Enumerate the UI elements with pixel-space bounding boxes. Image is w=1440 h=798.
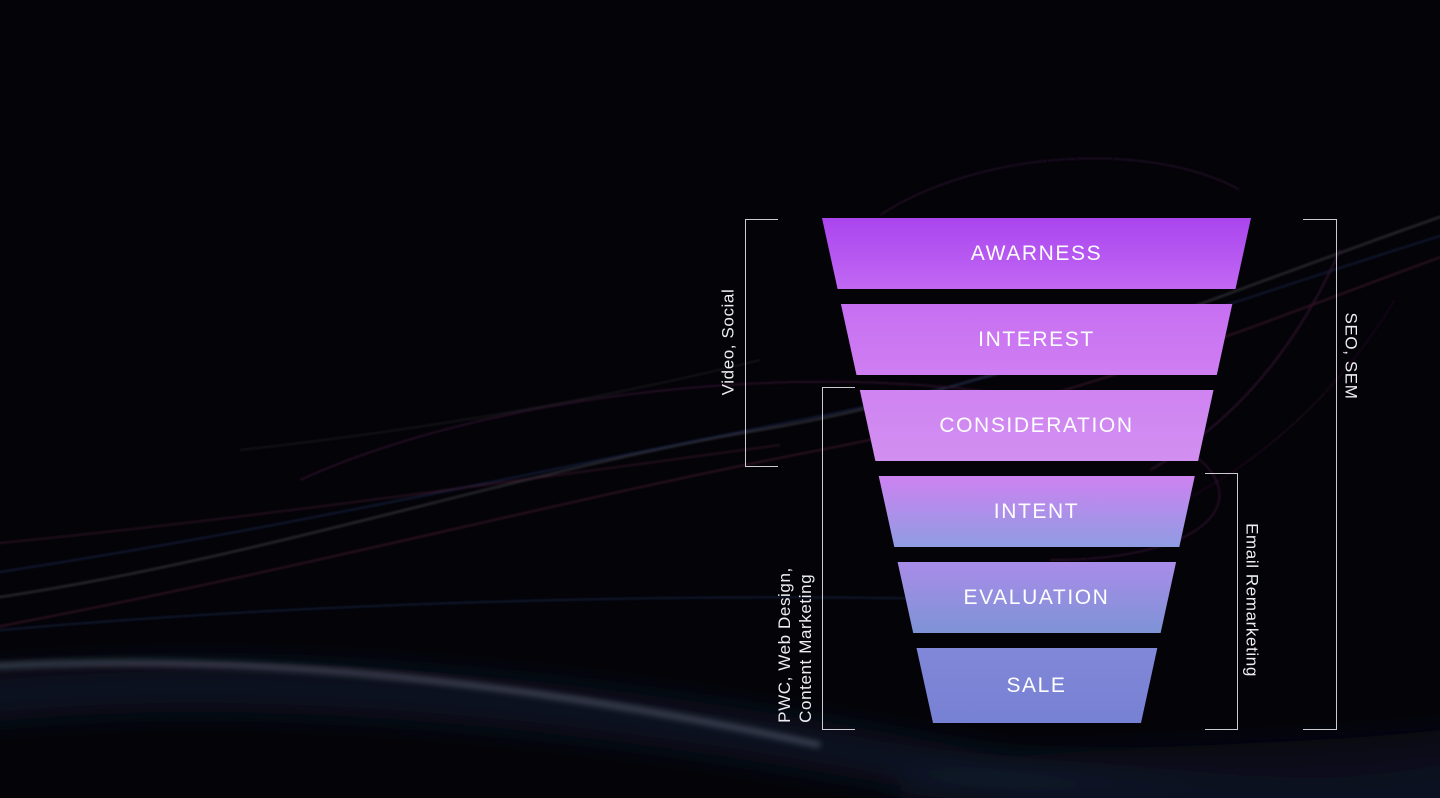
- stage-label: INTEREST: [978, 327, 1095, 351]
- funnel-stage-interest: INTEREST: [840, 304, 1233, 375]
- annotation-email-remarketing: Email Remarketing: [1242, 523, 1262, 677]
- annotation-pwc-web-design: PWC, Web Design, Content Marketing: [774, 567, 816, 723]
- annotation-video-social: Video, Social: [718, 288, 738, 396]
- stage-label: CONSIDERATION: [939, 413, 1134, 437]
- annotation-seo-sem: SEO, SEM: [1341, 312, 1361, 400]
- funnel-stage-consideration: CONSIDERATION: [859, 390, 1214, 461]
- bracket-pwc-web-design: [822, 387, 855, 730]
- funnel-stage-evaluation: EVALUATION: [897, 562, 1177, 633]
- annotation-line-2: Content Marketing: [796, 573, 815, 723]
- stage-label: SALE: [1006, 673, 1067, 697]
- bracket-email-remarketing: [1205, 473, 1238, 730]
- marketing-funnel: AWARNESS INTEREST CONSIDERATION INTENT E…: [822, 218, 1251, 723]
- funnel-stage-awareness: AWARNESS: [822, 218, 1251, 289]
- annotation-line-1: PWC, Web Design,: [775, 567, 794, 723]
- bracket-video-social: [745, 219, 778, 467]
- funnel-stage-sale: SALE: [916, 648, 1158, 723]
- funnel-stage-intent: INTENT: [878, 476, 1195, 547]
- stage-label: EVALUATION: [963, 585, 1110, 609]
- bracket-seo-sem: [1303, 219, 1337, 730]
- stage-label: AWARNESS: [970, 241, 1103, 265]
- stage-label: INTENT: [993, 499, 1080, 523]
